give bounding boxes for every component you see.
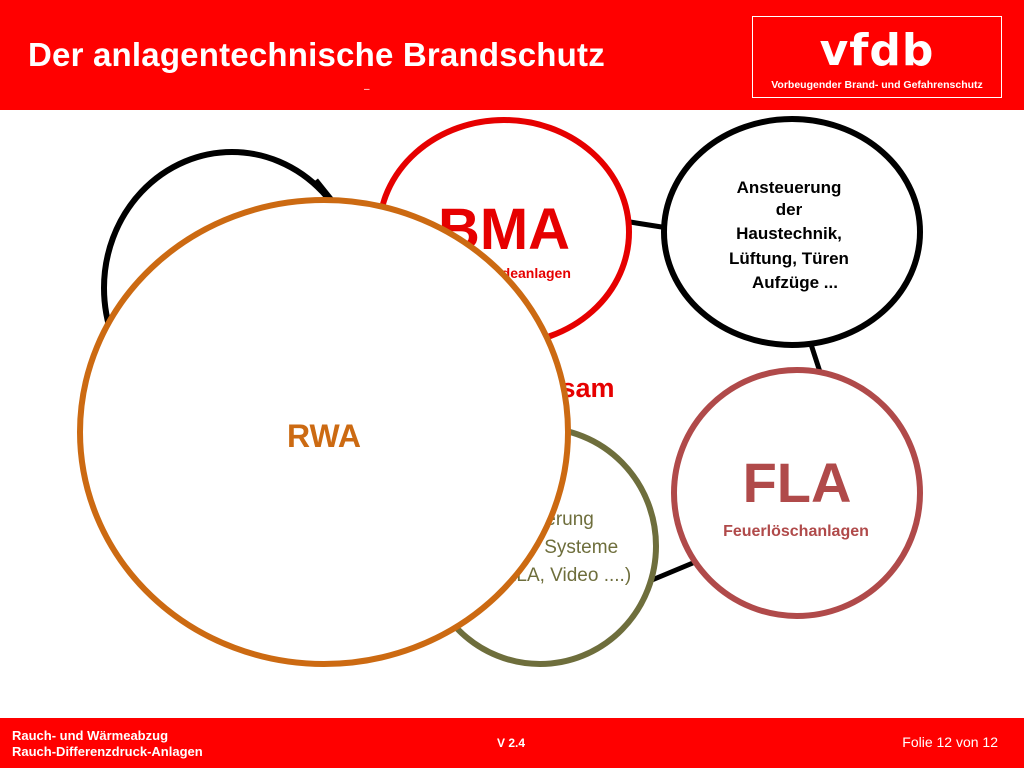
header-bar: Der anlagentechnische Brandschutz – vfdb… (0, 0, 1024, 110)
rwa-label: RWA (287, 418, 361, 454)
footer-topic-line-1: Rauch- und Wärmeabzug (12, 728, 169, 743)
haustechnik-line-1: Ansteuerung (737, 178, 842, 197)
vfdb-logo: vfdb Vorbeugender Brand- und Gefahrensch… (752, 16, 1002, 98)
fla-circle (671, 367, 923, 619)
fla-sublabel: Feuerlöschanlagen (723, 523, 869, 540)
rwa-node: RWA (77, 197, 571, 667)
footer-page-number: Folie 12 von 12 (902, 734, 998, 750)
fla-node: FLA Feuerlöschanlagen (671, 367, 923, 619)
haustechnik-line-2: der (776, 200, 803, 219)
haustechnik-line-5: Aufzüge ... (752, 273, 838, 292)
haustechnik-circle (661, 116, 923, 348)
fla-label: FLA (743, 451, 852, 514)
haustechnik-line-3: Haustechnik, (736, 224, 842, 243)
title-dash: – (364, 84, 370, 95)
rwa-circle (77, 197, 571, 667)
footer-version: V 2.4 (497, 736, 526, 750)
haustechnik-line-4: Lüftung, Türen (729, 249, 849, 268)
connector-fla-bottom (651, 557, 701, 583)
footer-topic: Rauch- und Wärmeabzug Rauch-Differenzdru… (12, 728, 203, 760)
footer-bar: Rauch- und Wärmeabzug Rauch-Differenzdru… (0, 718, 1024, 768)
haustechnik-node: Ansteuerung der Haustechnik, Lüftung, Tü… (661, 116, 923, 348)
logo-wordmark: vfdb (819, 25, 935, 76)
footer-topic-line-2: Rauch-Differenzdruck-Anlagen (12, 744, 203, 759)
slide-title: Der anlagentechnische Brandschutz (28, 36, 605, 73)
logo-subtitle: Vorbeugender Brand- und Gefahrenschutz (771, 79, 983, 91)
